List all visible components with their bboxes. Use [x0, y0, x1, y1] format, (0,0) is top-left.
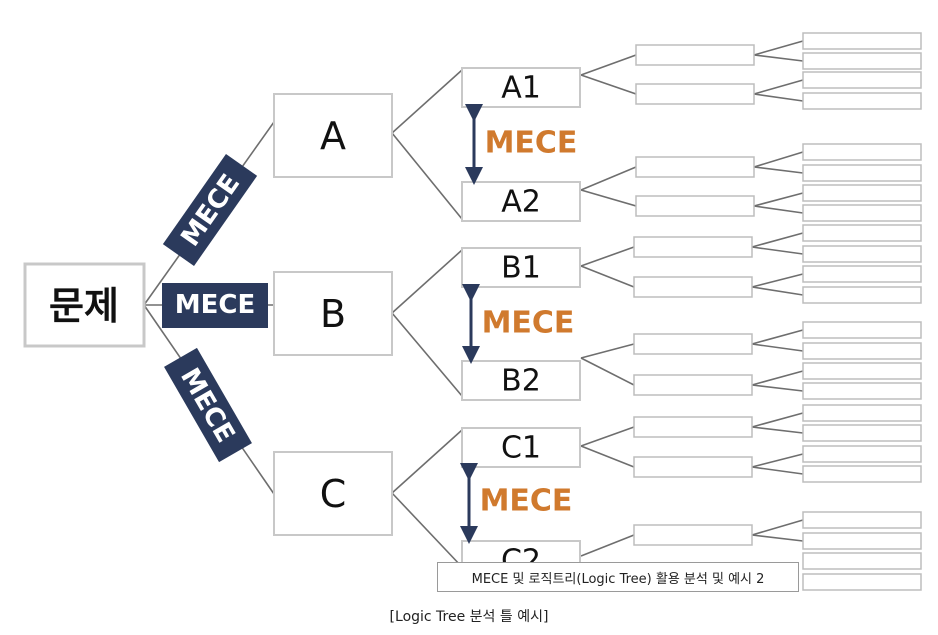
leaf-box: [802, 321, 922, 339]
leaf-column-1: [633, 44, 755, 546]
leaf-box: [802, 445, 922, 463]
leaf-box: [802, 552, 922, 570]
leaf-box: [802, 71, 922, 89]
leaf-box: [802, 184, 922, 202]
leaf-box: [802, 245, 922, 263]
leaf-box: [802, 511, 922, 529]
node-B1-label: B1: [501, 251, 541, 286]
leaf-box: [635, 156, 755, 178]
leaf-box: [802, 143, 922, 161]
leaf-box: [802, 164, 922, 182]
mece-arrow-B: MECE: [462, 284, 575, 364]
node-B1: B1: [461, 247, 581, 288]
node-B-label: B: [320, 292, 346, 336]
leaf-connectors: [751, 40, 804, 542]
figure-caption: [Logic Tree 분석 틀 예시]: [389, 609, 549, 625]
leaf-box: [802, 404, 922, 422]
leaf-box: [635, 195, 755, 217]
leaf-box: [802, 465, 922, 483]
leaf-box: [802, 532, 922, 550]
level2-connectors: [580, 54, 637, 557]
mece-label-C: MECE: [480, 484, 573, 519]
node-A2: A2: [461, 181, 581, 222]
leaf-box: [633, 456, 753, 478]
leaf-box: [633, 236, 753, 258]
mece-band-bottom: MECE: [164, 347, 252, 463]
node-A1: A1: [461, 67, 581, 108]
root-node: 문제: [23, 262, 146, 348]
mece-label-A: MECE: [485, 126, 578, 161]
leaf-box: [802, 265, 922, 283]
image-tooltip: MECE 및 로직트리(Logic Tree) 활용 분석 및 예시 2: [437, 562, 799, 592]
leaf-box: [802, 92, 922, 110]
node-A2-label: A2: [501, 185, 541, 220]
leaf-box: [802, 286, 922, 304]
leaf-box: [802, 342, 922, 360]
leaf-box: [635, 44, 755, 66]
node-C1: C1: [461, 427, 581, 468]
mece-arrow-C: MECE: [460, 463, 573, 544]
leaf-box: [802, 224, 922, 242]
node-C-label: C: [320, 472, 347, 516]
leaf-box: [633, 276, 753, 298]
mece-label-B: MECE: [482, 306, 575, 341]
leaf-box: [802, 362, 922, 380]
leaf-box: [633, 374, 753, 396]
node-B: B: [273, 271, 393, 356]
leaf-box: [633, 333, 753, 355]
leaf-box: [633, 416, 753, 438]
mece-band-middle: MECE: [162, 283, 268, 328]
leaf-box: [635, 83, 755, 105]
leaf-column-2: [802, 32, 922, 591]
mece-arrow-A: MECE: [465, 104, 578, 185]
node-B2: B2: [461, 360, 581, 401]
level1-connectors: [391, 69, 463, 568]
node-A1-label: A1: [501, 71, 541, 106]
leaf-box: [802, 52, 922, 70]
leaf-box: [802, 204, 922, 222]
mece-band-top: MECE: [162, 154, 258, 266]
node-C1-label: C1: [501, 431, 541, 466]
leaf-box: [802, 573, 922, 591]
leaf-box: [802, 382, 922, 400]
node-C: C: [273, 451, 393, 536]
mece-band-bottom-label: MECE: [174, 363, 240, 448]
leaf-box: [633, 524, 753, 546]
node-B2-label: B2: [501, 364, 541, 399]
node-A: A: [273, 93, 393, 178]
leaf-box: [802, 424, 922, 442]
mece-band-middle-label: MECE: [175, 290, 255, 320]
root-label: 문제: [49, 284, 119, 328]
node-A-label: A: [320, 114, 346, 158]
leaf-box: [802, 32, 922, 50]
